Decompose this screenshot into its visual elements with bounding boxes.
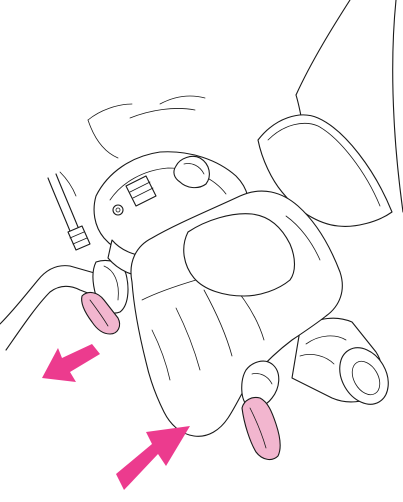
- background-contours: [88, 96, 205, 158]
- lower-lever: [242, 397, 280, 459]
- squeeze-arrow: [116, 426, 190, 490]
- release-arrow: [42, 344, 100, 382]
- handlebar: [0, 261, 128, 351]
- grip: [292, 318, 398, 413]
- brake-cable: [48, 172, 90, 250]
